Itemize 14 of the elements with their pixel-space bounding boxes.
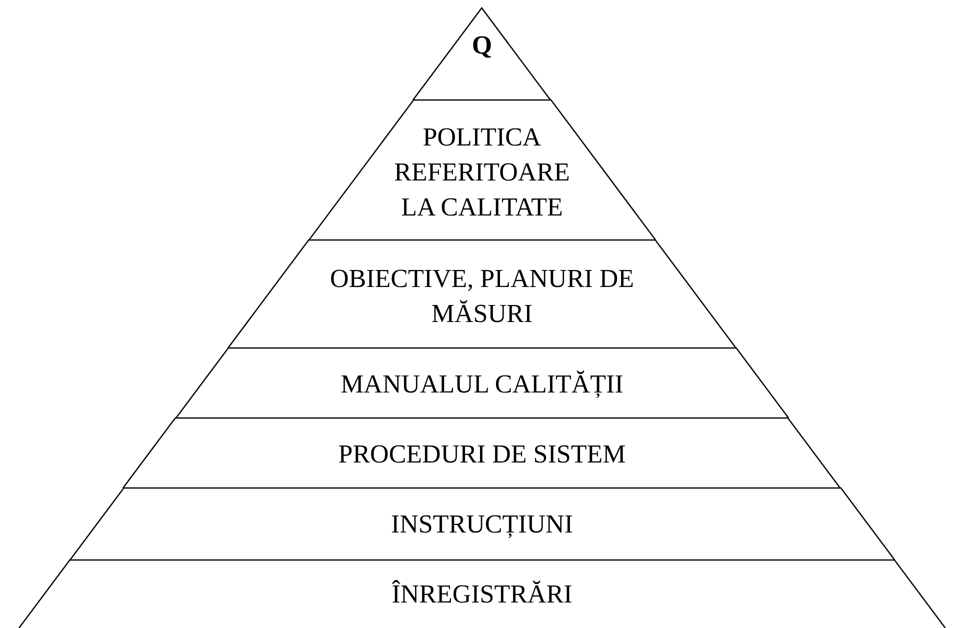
pyramid-tier [123, 418, 841, 488]
tier-label: OBIECTIVE, PLANURI DE MĂSURI [328, 263, 635, 330]
pyramid-tier [18, 560, 946, 628]
apex-label: Q [470, 30, 494, 62]
tier-label: MANUALUL CALITĂȚII [340, 368, 624, 400]
pyramid-tier [228, 240, 736, 348]
tier-label: ÎNREGISTRĂRI [390, 578, 574, 610]
tier-label: POLITICA REFERITOARE LA CALITATE [393, 122, 571, 224]
pyramid-tier [70, 488, 894, 560]
pyramid-tier [176, 348, 788, 418]
pyramid-tier [308, 100, 656, 240]
pyramid-apex [413, 8, 551, 100]
tier-label: INSTRUCȚIUNI [390, 508, 574, 540]
tier-label: PROCEDURI DE SISTEM [337, 438, 627, 470]
